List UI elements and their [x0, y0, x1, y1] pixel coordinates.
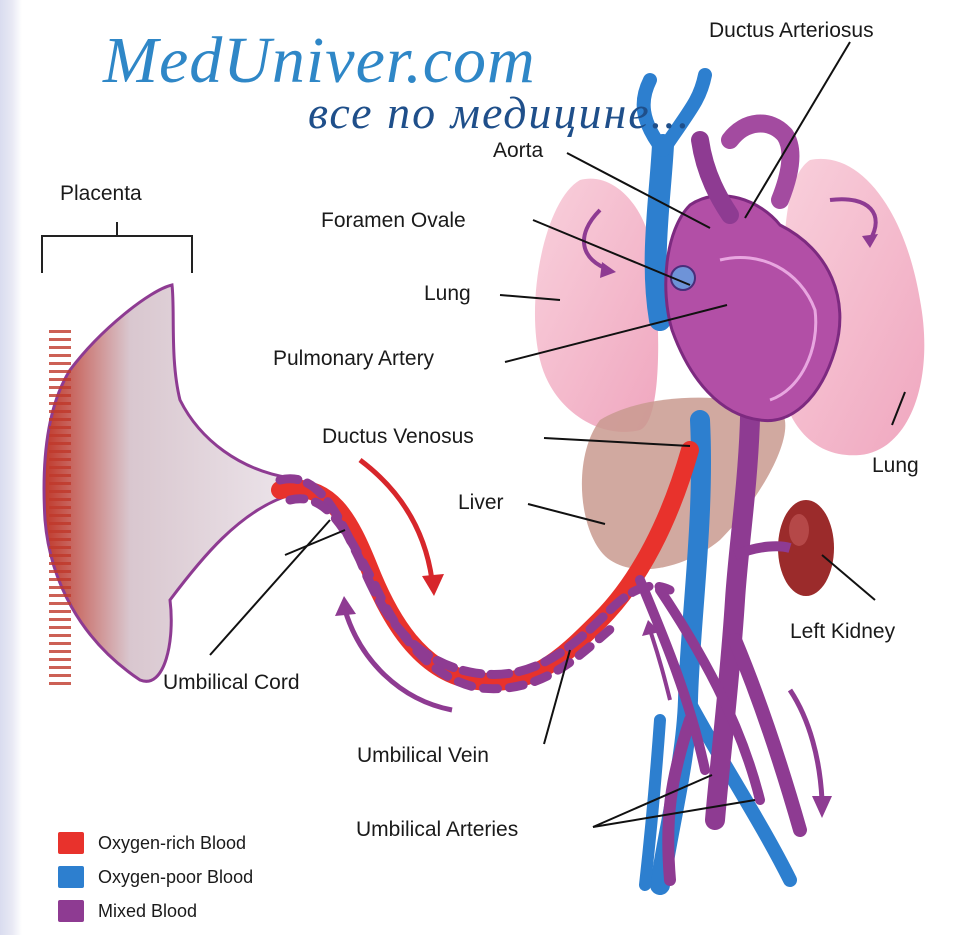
placenta [44, 285, 290, 681]
legend-item-mixed: Mixed Blood [58, 894, 253, 928]
watermark-site: MedUniver.com [103, 28, 536, 94]
label-umbilical-arteries: Umbilical Arteries [356, 819, 518, 840]
legend-label: Mixed Blood [98, 901, 197, 922]
label-ductus-arteriosus: Ductus Arteriosus [709, 20, 874, 41]
legend-swatch-mixed [58, 900, 84, 922]
placenta-bracket [42, 222, 192, 273]
label-pulmonary-artery: Pulmonary Artery [273, 348, 434, 369]
label-left-kidney: Left Kidney [790, 621, 895, 642]
watermark-tagline: все по медицине... [308, 90, 691, 136]
flow-arrow-purple-down [790, 690, 822, 800]
label-lung-left: Lung [424, 283, 471, 304]
label-ductus-venosus: Ductus Venosus [322, 426, 474, 447]
label-aorta: Aorta [493, 140, 543, 161]
legend-swatch-oxygen-rich [58, 832, 84, 854]
legend-label: Oxygen-poor Blood [98, 867, 253, 888]
legend-label: Oxygen-rich Blood [98, 833, 246, 854]
legend-item-oxygen-poor: Oxygen-poor Blood [58, 860, 253, 894]
superior-vena-cava [656, 145, 663, 320]
label-liver: Liver [458, 492, 504, 513]
legend-item-oxygen-rich: Oxygen-rich Blood [58, 826, 253, 860]
label-placenta: Placenta [60, 183, 142, 204]
label-umbilical-vein: Umbilical Vein [357, 745, 489, 766]
legend: Oxygen-rich Blood Oxygen-poor Blood Mixe… [58, 826, 253, 928]
label-lung-right: Lung [872, 455, 919, 476]
legend-swatch-oxygen-poor [58, 866, 84, 888]
label-umbilical-cord: Umbilical Cord [163, 672, 300, 693]
label-foramen-ovale: Foramen Ovale [321, 210, 466, 231]
